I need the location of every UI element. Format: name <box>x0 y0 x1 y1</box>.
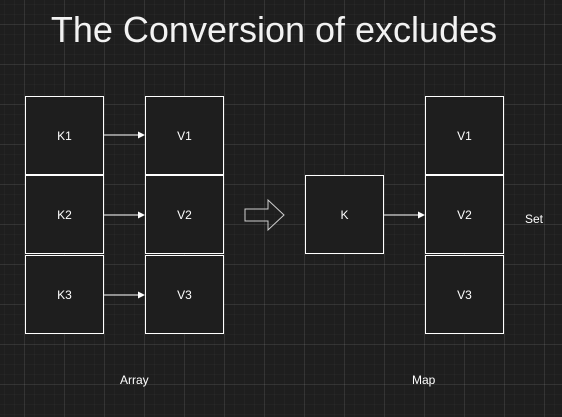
conversion-arrow-icon <box>244 198 285 232</box>
map-value-box-3: V3 <box>425 255 504 334</box>
diagram-title: The Conversion of excludes <box>50 9 498 50</box>
map-arrow <box>384 211 425 219</box>
set-label: Set <box>525 212 544 226</box>
array-arrow-1 <box>104 131 145 139</box>
map-value-box-1: V1 <box>425 96 504 175</box>
map-value-label: V3 <box>457 287 472 302</box>
array-key-label: K2 <box>57 207 72 222</box>
map-key-box: K <box>305 175 384 254</box>
array-value-box-2: V2 <box>145 175 224 254</box>
map-caption: Map <box>412 373 436 387</box>
array-key-box-2: K2 <box>25 175 104 254</box>
array-key-label: K3 <box>57 287 72 302</box>
array-value-label: V3 <box>177 287 192 302</box>
array-value-label: V2 <box>177 207 192 222</box>
array-key-box-3: K3 <box>25 255 104 334</box>
array-arrow-2 <box>104 211 145 219</box>
array-key-box-1: K1 <box>25 96 104 175</box>
array-arrow-3 <box>104 291 145 299</box>
array-key-label: K1 <box>57 128 72 143</box>
array-value-box-3: V3 <box>145 255 224 334</box>
map-value-box-2: V2 <box>425 175 504 254</box>
map-key-label: K <box>340 207 349 222</box>
map-value-label: V1 <box>457 128 472 143</box>
array-caption: Array <box>120 373 149 387</box>
array-value-box-1: V1 <box>145 96 224 175</box>
map-value-label: V2 <box>457 207 472 222</box>
array-value-label: V1 <box>177 128 192 143</box>
